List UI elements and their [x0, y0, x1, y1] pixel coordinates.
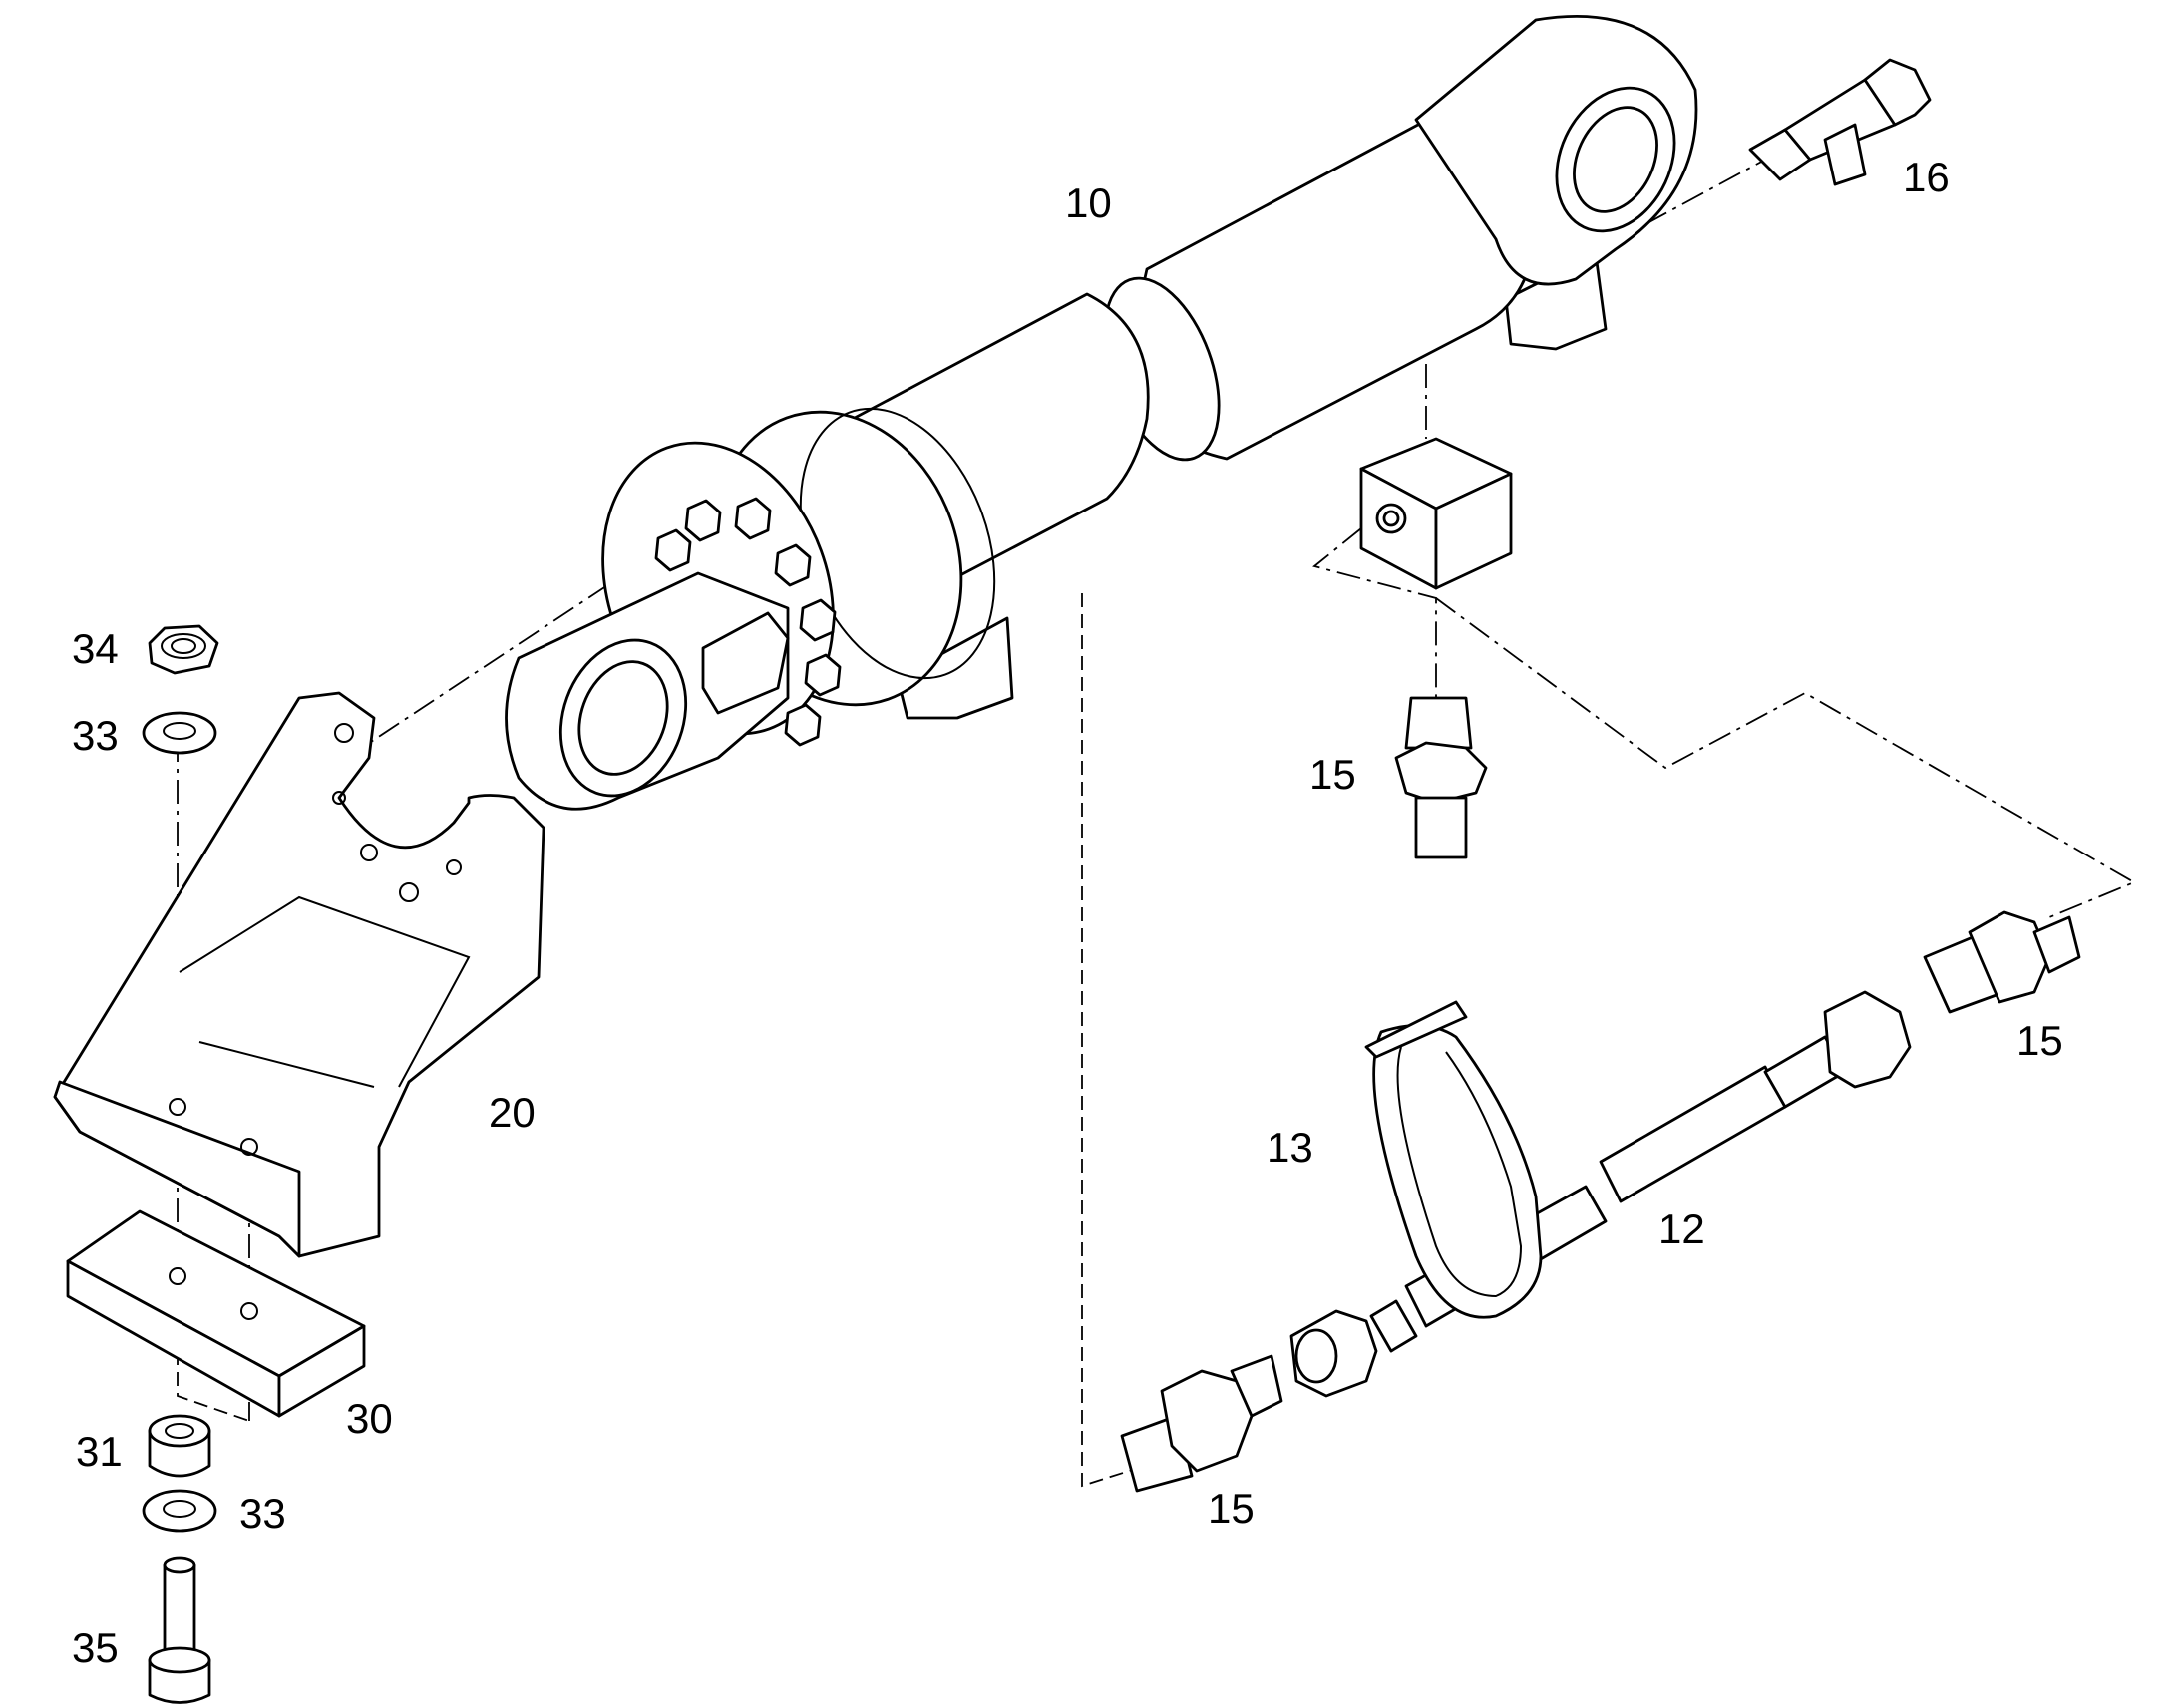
flange-bolts: [654, 497, 842, 747]
callout-16: 16: [1903, 154, 1950, 200]
fitting-15-top: [1394, 696, 1488, 859]
hose-clamp-13: [1364, 1000, 1543, 1319]
callout-15-top: 15: [1309, 751, 1356, 798]
adapter-block: [1359, 437, 1513, 590]
sleeve-31: [148, 1414, 211, 1478]
callout-labels: 10 16 15 15 15 34 33 20 13 12 30 31 33 3…: [72, 154, 2063, 1671]
callout-15-right: 15: [2016, 1017, 2063, 1064]
callout-30: 30: [346, 1395, 393, 1442]
washer-33-top: [142, 711, 217, 755]
callout-13: 13: [1267, 1124, 1313, 1171]
callout-10: 10: [1065, 179, 1112, 226]
nut-34: [148, 624, 219, 675]
hydraulic-cylinder: [505, 15, 1698, 811]
callout-33-top: 33: [72, 712, 119, 759]
callout-15-bottom: 15: [1208, 1485, 1255, 1532]
callout-33-bottom: 33: [239, 1490, 286, 1537]
fitting-15-bottom: [1120, 1354, 1283, 1493]
callout-20: 20: [489, 1089, 536, 1136]
callout-12: 12: [1658, 1205, 1705, 1252]
bolt-35: [148, 1556, 211, 1704]
callout-31: 31: [76, 1428, 123, 1475]
callout-34: 34: [72, 625, 119, 672]
fitting-15-right: [1923, 910, 2081, 1014]
callout-35: 35: [72, 1624, 119, 1671]
grease-nipple-16: [1748, 58, 1932, 186]
mounting-bracket-20: [53, 691, 545, 1258]
spacer-plate-30: [66, 1209, 366, 1418]
washer-33-bottom: [142, 1489, 217, 1533]
